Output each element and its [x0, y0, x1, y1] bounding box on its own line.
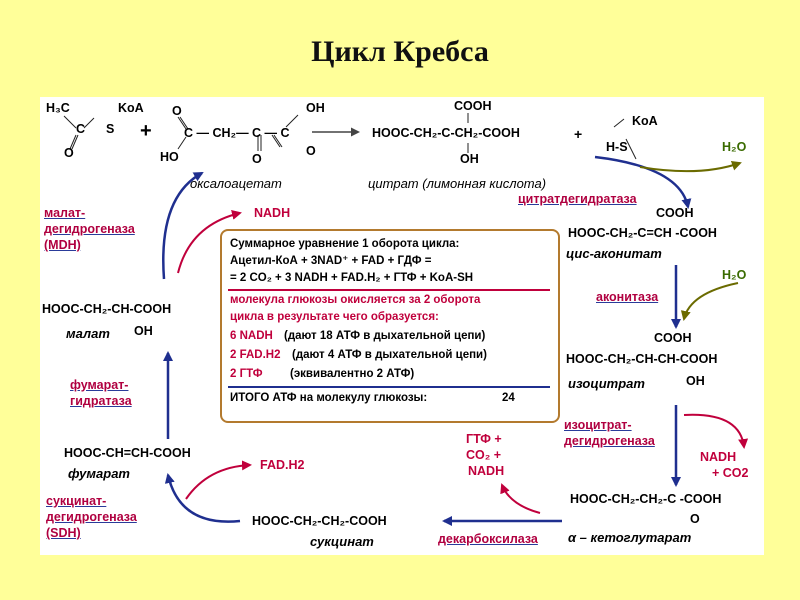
fumarate-name: фумарат: [68, 466, 130, 481]
gtp-block-line2: CO₂ +: [466, 448, 502, 462]
oxaloacetate-name: оксалоацетат: [190, 176, 282, 191]
isocitrate-name: изоцитрат: [568, 376, 645, 391]
gtp-block-line1: ГТФ +: [466, 432, 502, 446]
oxalo-oh-top: OH: [306, 101, 325, 115]
page-title: Цикл Кребса: [311, 35, 489, 68]
citrate-formula: HOOC-CH₂-C-CH₂-COOH: [372, 126, 520, 140]
enzyme-citrate-dehydratase: цитратдегидратаза: [518, 192, 637, 206]
arrow-nadh-out-left: [177, 210, 242, 274]
citrate-name: цитрат (лимонная кислота): [368, 176, 547, 191]
summary-fad-note: (дают 4 АТФ в дыхательной цепи): [292, 349, 487, 361]
arrow-malate-to-oxaloacetate: [162, 171, 204, 280]
hs-koa-koa: KoA: [632, 114, 658, 128]
summary-fad-label: 2 FAD.H2: [230, 349, 281, 361]
summary-line2: Ацетил-КоА + 3NAD⁺ + FAD + ГДФ =: [230, 255, 432, 267]
summary-box: Суммарное уравнение 1 оборота цикла: Аце…: [220, 229, 560, 423]
summary-line5: цикла в результате чего образуется:: [230, 311, 439, 323]
citrate-oh: OH: [460, 152, 479, 166]
malate-oh: OH: [134, 324, 153, 338]
enzyme-mdh-line3: (MDH): [44, 238, 81, 252]
summary-nadh-label: 6 NADH: [230, 330, 273, 342]
summary-line3: = 2 CO₂ + 3 NADH + FAD.H₂ + ГТФ + KoA-SH: [230, 272, 474, 284]
summary-nadh-note: (дают 18 АТФ в дыхательной цепи): [284, 330, 486, 342]
summary-gtp-note: (эквивалентно 2 АТФ): [290, 368, 415, 380]
fumarate-formula: HOOC-CH=CH-COOH: [64, 446, 191, 460]
isocitrate-oh: OH: [686, 374, 705, 388]
arrow-citrate-to-cisaconitate: [594, 155, 692, 209]
malate-name: малат: [66, 326, 110, 341]
summary-total-value: 24: [502, 392, 515, 404]
acetyl-h3c: H₃C: [46, 101, 70, 115]
enzyme-decarboxylase: декарбоксилаза: [438, 532, 538, 546]
oxalo-o-bottom: O: [252, 152, 262, 166]
summary-divider-blue: [228, 386, 550, 388]
enzyme-mdh-line2: дегидрогеназа: [44, 222, 135, 236]
arrow-h2o-out: [639, 160, 742, 173]
malate-formula: HOOC-CH₂-CH-COOH: [42, 302, 172, 316]
akg-formula: HOOC-CH₂-CH₂-C -COOH: [570, 492, 722, 506]
oxalo-chain: C — CH₂— C — C: [184, 126, 290, 140]
enzyme-fumarate-hydratase-line1: фумарат-: [70, 378, 129, 392]
arrow-succinate-to-fumarate: [164, 473, 241, 523]
hs-koa-hs: H-S: [606, 140, 628, 154]
acetyl-koa: KoA: [118, 101, 144, 115]
summary-line4: молекула глюкозы окисляется за 2 оборота: [230, 294, 481, 306]
enzyme-sdh-line2: дегидрогеназа: [46, 510, 137, 524]
citrate-plus: +: [574, 126, 583, 142]
enzyme-fumarate-hydratase-line2: гидратаза: [70, 394, 132, 408]
h2o-absorbed: H₂O: [722, 268, 747, 282]
succinate-name: сукцинат: [310, 534, 374, 549]
enzyme-sdh-line3: (SDH): [46, 526, 81, 540]
cisaconitate-formula: HOOC-CH₂-C=CH -COOH: [568, 226, 717, 240]
nadh-right: NADH: [700, 450, 737, 464]
krebs-cycle-diagram: H₃C KoA C S O + O OH C — CH₂— C — C HO O…: [40, 97, 764, 555]
h2o-released: H₂O: [722, 140, 747, 154]
cisaconitate-name: цис-аконитат: [566, 246, 662, 261]
summary-divider-red: [228, 289, 550, 291]
acetyl-o: O: [64, 146, 74, 160]
plus-sign: +: [140, 120, 152, 142]
akg-o: O: [690, 512, 700, 526]
oxalo-o-top: O: [172, 104, 182, 118]
acetyl-s: S: [106, 122, 115, 136]
oxalo-o-right: O: [306, 144, 316, 158]
enzyme-mdh-line1: малат-: [44, 206, 86, 220]
cisaconitate-cooh: COOH: [656, 206, 694, 220]
isocitrate-cooh: COOH: [654, 331, 692, 345]
akg-name: α – кетоглутарат: [568, 530, 692, 545]
enzyme-sdh-line1: сукцинат-: [46, 494, 107, 508]
arrow-nadh-co2-out: [683, 413, 749, 449]
oxalo-ho: HO: [160, 150, 179, 164]
arrow-fadh2-out: [185, 460, 252, 500]
citrate-cooh: COOH: [454, 99, 492, 113]
acetyl-c: C: [76, 122, 86, 136]
nadh-left: NADH: [254, 206, 291, 220]
reaction-arrows: [63, 113, 749, 526]
arrow-h2o-in: [680, 282, 739, 321]
enzyme-isocitrate-dh-line2: дегидрогеназа: [564, 434, 655, 448]
isocitrate-formula: HOOC-CH₂-CH-CH-COOH: [566, 352, 718, 366]
summary-line1: Суммарное уравнение 1 оборота цикла:: [230, 238, 460, 250]
enzyme-aconitase: аконитаза: [596, 290, 659, 304]
summary-total-label: ИТОГО АТФ на молекулу глюкозы:: [230, 392, 428, 404]
gtp-block-line3: NADH: [468, 464, 505, 478]
summary-gtp-label: 2 ГТФ: [230, 368, 263, 380]
fadh2-label: FAD.H2: [260, 458, 305, 472]
succinate-formula: HOOC-CH₂-CH₂-COOH: [252, 514, 387, 528]
arrow-gtp-out: [500, 483, 541, 514]
co2-right: + CO2: [712, 466, 749, 480]
enzyme-isocitrate-dh-line1: изоцитрат-: [564, 418, 632, 432]
